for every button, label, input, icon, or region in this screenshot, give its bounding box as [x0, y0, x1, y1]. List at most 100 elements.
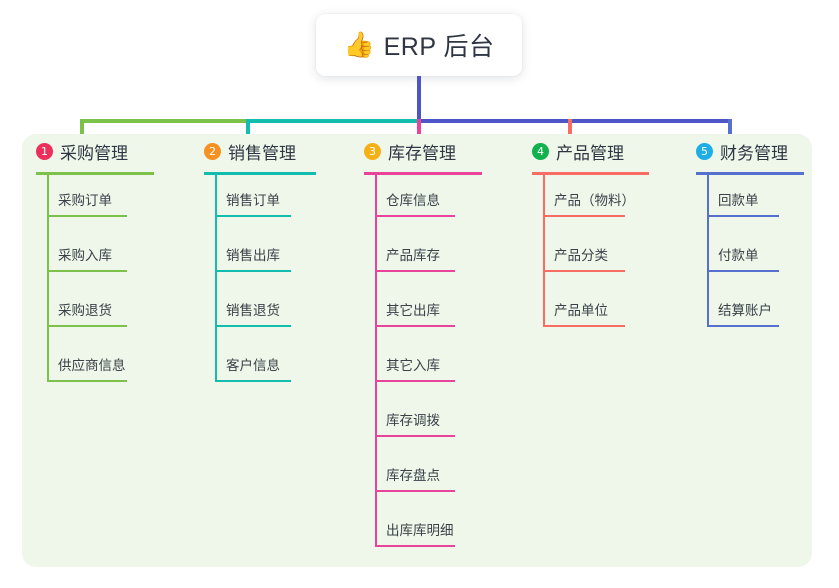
root-node-label: ERP 后台 [383, 33, 495, 61]
branch-item-rule [375, 545, 455, 547]
branch-trunk-line [375, 175, 377, 547]
branch-item-rule [47, 325, 127, 327]
branch-number-badge: 3 [364, 142, 381, 160]
branch-number-badge: 1 [36, 142, 53, 160]
branch-item-list: 仓库信息产品库存其它出库其它入库库存调拨库存盘点出库库明细 [350, 175, 500, 560]
branch-item-label: 产品（物料） [554, 193, 635, 208]
branch-item-rule [215, 270, 291, 272]
branch-item-label: 出库库明细 [386, 523, 454, 538]
branch-item-label: 采购入库 [58, 248, 112, 263]
root-stem-line [417, 76, 421, 123]
branch-item-rule [215, 380, 291, 382]
branch-header-3[interactable]: 3 库存管理 [350, 134, 500, 168]
branch-item[interactable]: 产品分类 [518, 230, 658, 285]
branch-item[interactable]: 结算账户 [682, 285, 810, 340]
branch-item[interactable]: 仓库信息 [350, 175, 500, 230]
branch-item-rule [707, 325, 779, 327]
branch-item[interactable]: 销售订单 [190, 175, 332, 230]
branch-item-list: 产品（物料） 产品分类产品单位 [518, 175, 658, 340]
bus-segment-3 [417, 119, 732, 123]
branch-item-label: 其它入库 [386, 358, 440, 373]
branch-column-5: 5 财务管理回款单付款单结算账户 [682, 134, 810, 340]
branch-item-list: 销售订单销售出库销售退货客户信息 [190, 175, 332, 395]
branch-column-3: 3 库存管理仓库信息产品库存其它出库其它入库库存调拨库存盘点出库库明细 [350, 134, 500, 560]
branch-trunk-line [543, 175, 545, 327]
branch-item-rule [543, 325, 625, 327]
branch-item[interactable]: 产品库存 [350, 230, 500, 285]
branch-item-rule [375, 270, 455, 272]
branch-item-label: 仓库信息 [386, 193, 440, 208]
branch-item[interactable]: 产品单位 [518, 285, 658, 340]
branch-item[interactable]: 其它入库 [350, 340, 500, 395]
bus-segment-2 [246, 119, 421, 123]
branch-item-label: 产品分类 [554, 248, 608, 263]
branch-header-rule [696, 172, 804, 175]
branch-item-rule [375, 490, 455, 492]
branch-item-label: 付款单 [718, 248, 759, 263]
branch-item-label: 供应商信息 [58, 358, 126, 373]
thumbs-up-icon: 👍 [343, 30, 375, 59]
branch-item[interactable]: 供应商信息 [22, 340, 172, 395]
branch-item[interactable]: 销售出库 [190, 230, 332, 285]
branch-item-rule [375, 380, 455, 382]
branch-item[interactable]: 回款单 [682, 175, 810, 230]
branch-title: 财务管理 [720, 143, 788, 163]
branch-item-label: 采购订单 [58, 193, 112, 208]
branch-column-2: 2 销售管理销售订单销售出库销售退货客户信息 [190, 134, 332, 395]
branch-item[interactable]: 产品（物料） [518, 175, 658, 230]
branch-item-rule [47, 380, 127, 382]
branch-item-label: 库存调拨 [386, 413, 440, 428]
branch-trunk-line [47, 175, 49, 382]
branch-header-rule [364, 172, 482, 175]
branch-item-label: 产品单位 [554, 303, 608, 318]
branch-item[interactable]: 采购入库 [22, 230, 172, 285]
branch-item[interactable]: 其它出库 [350, 285, 500, 340]
branch-number-badge: 5 [696, 142, 713, 160]
root-node-erp-backend[interactable]: 👍 ERP 后台 [316, 14, 522, 76]
branch-item-label: 库存盘点 [386, 468, 440, 483]
drop-line-2 [246, 119, 250, 140]
branch-item[interactable]: 销售退货 [190, 285, 332, 340]
branch-trunk-line [707, 175, 709, 327]
branch-title: 销售管理 [228, 143, 296, 163]
branch-item[interactable]: 出库库明细 [350, 505, 500, 560]
branch-item-label: 销售退货 [226, 303, 280, 318]
branch-title: 库存管理 [388, 143, 456, 163]
branch-item[interactable]: 采购订单 [22, 175, 172, 230]
branch-item-label: 采购退货 [58, 303, 112, 318]
branch-item-list: 采购订单采购入库采购退货供应商信息 [22, 175, 172, 395]
branch-item-rule [375, 435, 455, 437]
branch-title: 产品管理 [556, 143, 624, 163]
branch-header-rule [204, 172, 316, 175]
drop-line-4 [568, 119, 572, 140]
branch-item-rule [707, 270, 779, 272]
branch-item-rule [375, 215, 455, 217]
branch-item-rule [47, 215, 127, 217]
branch-item-rule [707, 215, 779, 217]
branch-header-2[interactable]: 2 销售管理 [190, 134, 332, 168]
branch-header-rule [532, 172, 649, 175]
branch-item-label: 客户信息 [226, 358, 280, 373]
branch-item[interactable]: 付款单 [682, 230, 810, 285]
branch-item-rule [215, 215, 291, 217]
branch-item-label: 其它出库 [386, 303, 440, 318]
branch-item-label: 销售订单 [226, 193, 280, 208]
branch-item[interactable]: 库存盘点 [350, 450, 500, 505]
branch-item[interactable]: 采购退货 [22, 285, 172, 340]
branch-header-5[interactable]: 5 财务管理 [682, 134, 810, 168]
branch-item-rule [215, 325, 291, 327]
branch-item-rule [543, 215, 625, 217]
branch-item-rule [543, 270, 625, 272]
drop-line-3 [417, 119, 421, 140]
branch-number-badge: 2 [204, 142, 221, 160]
branch-item[interactable]: 客户信息 [190, 340, 332, 395]
branch-item-rule [375, 325, 455, 327]
branch-item[interactable]: 库存调拨 [350, 395, 500, 450]
branch-trunk-line [215, 175, 217, 382]
